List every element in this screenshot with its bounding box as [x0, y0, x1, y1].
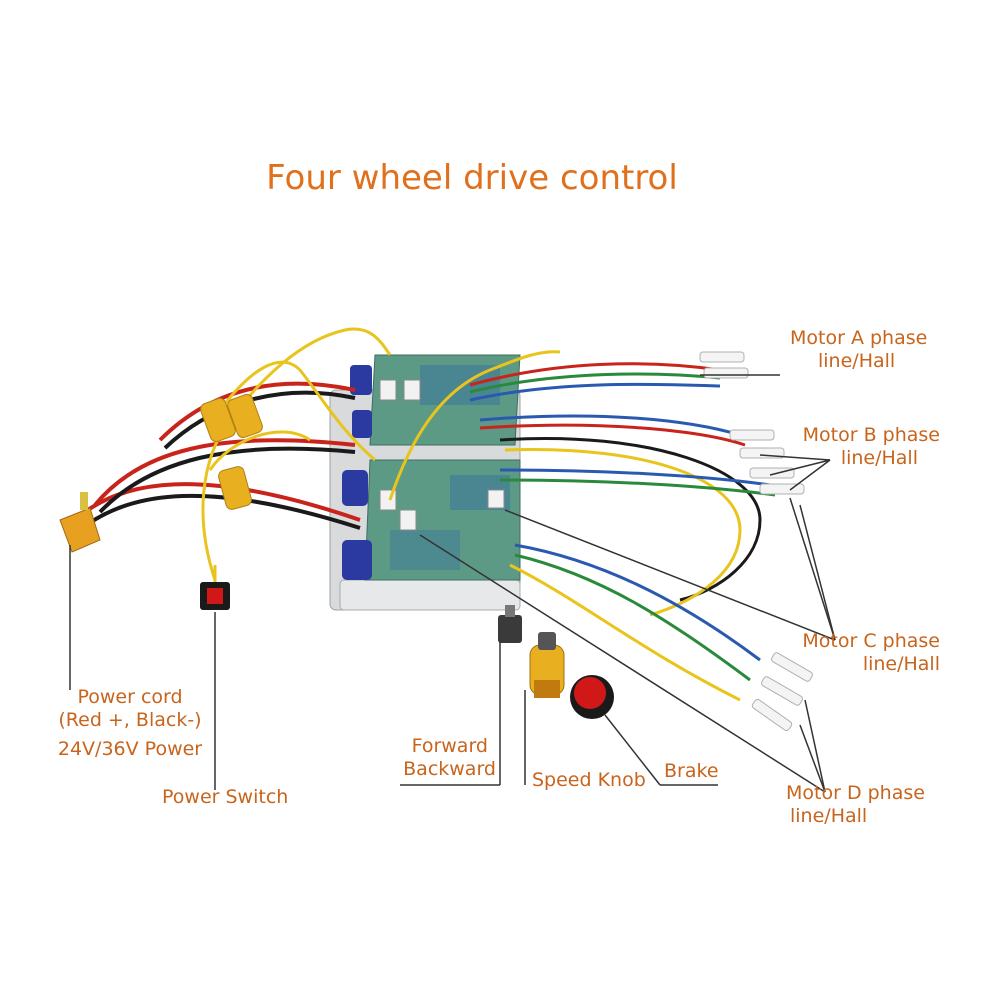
label-motor-a-line2: line/Hall — [818, 350, 896, 372]
label-brake: Brake — [664, 760, 719, 782]
label-motor-b-line2: line/Hall — [840, 447, 918, 469]
speed-knob-component — [529, 632, 565, 698]
forward-backward-switch — [498, 605, 522, 643]
label-motor-b: Motor B phase line/Hall — [770, 424, 940, 470]
label-motor-d-line1: Motor D phase — [786, 782, 925, 804]
label-motor-d-line2: line/Hall — [790, 805, 868, 827]
label-motor-d: Motor D phase line/Hall — [786, 782, 925, 828]
label-motor-a-line1: Motor A phase — [790, 327, 928, 349]
label-power-cord: Power cord (Red +, Black-) 24V/36V Power — [40, 686, 220, 761]
brake-button-component — [570, 675, 614, 719]
xt60-power-plug — [59, 492, 101, 553]
motor-wires — [469, 362, 776, 702]
label-power-cord-line2: (Red +, Black-) — [58, 709, 202, 731]
label-power-cord-line1: Power cord — [77, 686, 183, 708]
leader-lines — [69, 374, 836, 793]
label-motor-a: Motor A phase line/Hall — [790, 327, 927, 373]
label-motor-b-line1: Motor B phase — [802, 424, 940, 446]
yellow-wires — [201, 327, 561, 581]
inline-fuses — [200, 393, 263, 510]
label-forward: Forward — [411, 735, 488, 757]
label-motor-c: Motor C phase line/Hall — [770, 630, 940, 676]
label-motor-c-line2: line/Hall — [862, 653, 940, 675]
controller-boards — [329, 354, 521, 611]
label-power-switch: Power Switch — [162, 786, 289, 808]
diagram-title: Four wheel drive control — [266, 158, 678, 198]
label-power-cord-line3: 24V/36V Power — [57, 738, 203, 760]
label-backward: Backward — [403, 758, 496, 780]
label-speed-knob: Speed Knob — [532, 769, 646, 791]
power-switch-component — [200, 565, 230, 610]
label-motor-c-line1: Motor C phase — [802, 630, 940, 652]
power-wires — [73, 381, 361, 532]
label-forward-backward: Forward Backward — [380, 735, 496, 781]
